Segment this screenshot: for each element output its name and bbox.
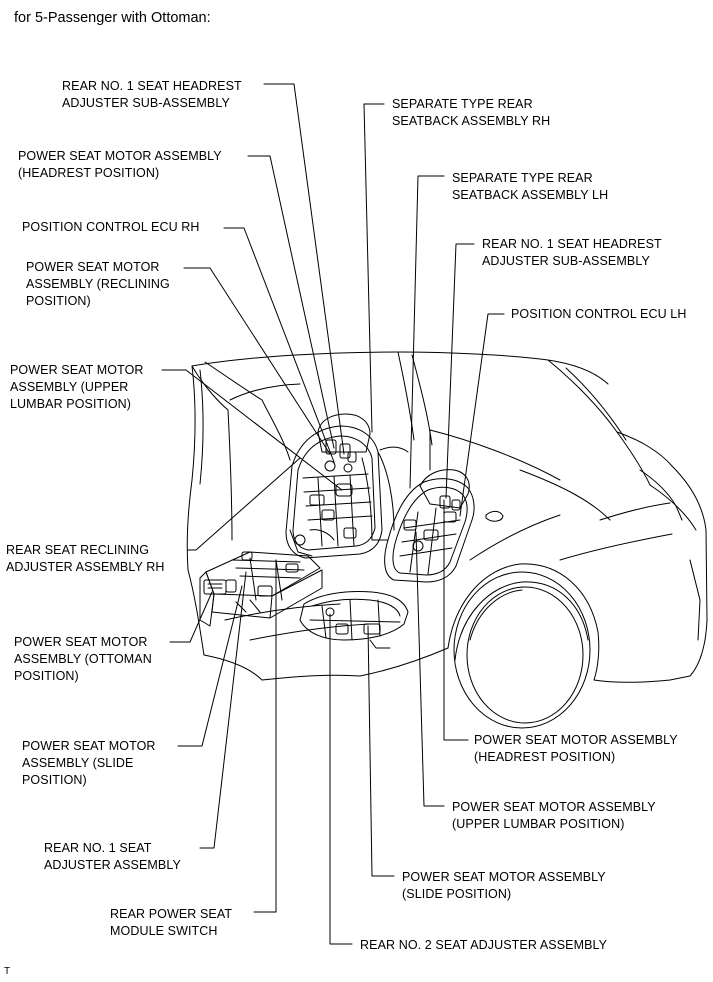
label-motor-reclining: POWER SEAT MOTOR ASSEMBLY (RECLINING POS… <box>26 260 170 308</box>
label-motor-slide-rh: POWER SEAT MOTOR ASSEMBLY (SLIDE POSITIO… <box>22 739 156 787</box>
rear-seat-adjuster-lh <box>299 591 409 649</box>
rear-seat-rh <box>285 413 395 559</box>
label-motor-upper-lumbar-lh: POWER SEAT MOTOR ASSEMBLY (UPPER LUMBAR … <box>452 800 656 831</box>
label-rear-headrest-adjuster-lh: REAR NO. 1 SEAT HEADREST ADJUSTER SUB-AS… <box>482 237 662 268</box>
label-motor-upper-lumbar-rh: POWER SEAT MOTOR ASSEMBLY (UPPER LUMBAR … <box>10 363 144 411</box>
label-rear-seat-adjuster-2: REAR NO. 2 SEAT ADJUSTER ASSEMBLY <box>360 938 608 952</box>
label-position-ecu-rh: POSITION CONTROL ECU RH <box>22 220 200 234</box>
label-position-ecu-lh: POSITION CONTROL ECU LH <box>511 307 687 321</box>
label-reclining-adjuster-rh: REAR SEAT RECLINING ADJUSTER ASSEMBLY RH <box>6 543 165 574</box>
label-motor-headrest-lh: POWER SEAT MOTOR ASSEMBLY (HEADREST POSI… <box>474 733 678 764</box>
label-separate-seatback-lh: SEPARATE TYPE REAR SEATBACK ASSEMBLY LH <box>452 171 609 202</box>
label-separate-seatback-rh: SEPARATE TYPE REAR SEATBACK ASSEMBLY RH <box>392 97 551 128</box>
label-rear-headrest-adjuster-rh: REAR NO. 1 SEAT HEADREST ADJUSTER SUB-AS… <box>62 79 242 110</box>
label-rear-seat-adjuster-1: REAR NO. 1 SEAT ADJUSTER ASSEMBLY <box>44 841 181 872</box>
leader-lines <box>161 83 505 945</box>
ottoman-assembly <box>199 551 323 627</box>
car-body-outline <box>191 351 708 729</box>
label-motor-ottoman: POWER SEAT MOTOR ASSEMBLY (OTTOMAN POSIT… <box>14 635 152 683</box>
footer-mark: T <box>4 966 11 977</box>
label-motor-slide-lh: POWER SEAT MOTOR ASSEMBLY (SLIDE POSITIO… <box>402 870 606 901</box>
label-motor-headrest-rh: POWER SEAT MOTOR ASSEMBLY (HEADREST POSI… <box>18 149 222 180</box>
cabin-left-side <box>186 365 371 681</box>
page-title: for 5-Passenger with Ottoman: <box>14 10 211 26</box>
label-rear-power-switch: REAR POWER SEAT MODULE SWITCH <box>110 907 233 938</box>
rear-seat-lh <box>361 446 475 583</box>
